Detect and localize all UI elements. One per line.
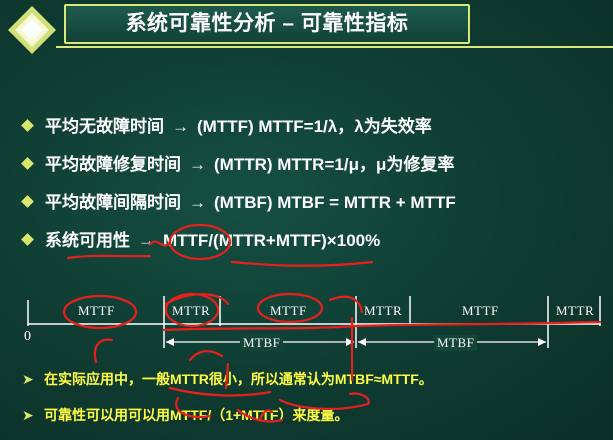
segment-label: MTTR: [364, 303, 403, 318]
bullet-availability: 系统可用性 → MTTF/(MTTR+MTTF)×100%: [22, 226, 602, 264]
note-item: ➤ 可靠性可以用可以用MTTF/（1+MTTF）来度量。: [22, 401, 612, 437]
note-text: 在实际应用中，一般MTTR很小，所以通常认为MTBF≈MTTF。: [44, 371, 433, 387]
diamond-logo-icon: [8, 6, 56, 54]
note-item: ➤ 在实际应用中，一般MTTR很小，所以通常认为MTBF≈MTTF。: [22, 365, 612, 401]
arrow-right-icon: →: [189, 193, 206, 212]
diamond-bullet-icon: [22, 196, 35, 209]
span-label: MTBF: [434, 335, 478, 351]
diamond-bullet-icon: [22, 158, 35, 171]
note-text: 可靠性可以用可以用MTTF/（1+MTTF）来度量。: [44, 407, 349, 423]
bullet-formula: (MTTR) MTTR=1/μ，μ为修复率: [214, 155, 455, 174]
bullet-label: 平均故障间隔时间: [45, 193, 181, 212]
timeline-lines: [27, 296, 601, 348]
diamond-bullet-icon: [22, 234, 35, 247]
arrow-right-icon: →: [189, 155, 206, 174]
header-divider: [56, 46, 613, 48]
arrow-right-icon: →: [172, 117, 189, 136]
segment-label: MTTR: [556, 303, 595, 318]
segment-label: MTTR: [172, 303, 211, 318]
segment-label: MTTF: [462, 303, 499, 318]
arrowhead-bullet-icon: ➤: [22, 371, 34, 387]
page-title: 系统可靠性分析 – 可靠性指标: [125, 12, 409, 35]
bullet-mttf: 平均无故障时间 → (MTTF) MTTF=1/λ，λ为失效率: [22, 112, 602, 150]
bullet-label: 平均故障修复时间: [45, 155, 181, 174]
arrow-right-icon: →: [138, 231, 155, 250]
bullet-formula: (MTTF) MTTF=1/λ，λ为失效率: [197, 117, 432, 136]
title-bar: 系统可靠性分析 – 可靠性指标: [64, 4, 470, 44]
arrowhead-bullet-icon: ➤: [22, 407, 34, 423]
diamond-bullet-icon: [22, 120, 35, 133]
bullet-mtbf: 平均故障间隔时间 → (MTBF) MTBF = MTTR + MTTF: [22, 188, 602, 226]
span-label: MTBF: [240, 335, 284, 351]
origin-label: 0: [24, 329, 31, 344]
reliability-timeline: MTTF MTTR MTTF MTTR MTTF MTTR 0 MTBF MTB…: [0, 286, 613, 356]
bullet-formula: MTTF/(MTTR+MTTF)×100%: [163, 231, 381, 250]
segment-label: MTTF: [270, 303, 307, 318]
bullet-label: 平均无故障时间: [45, 117, 164, 136]
bullet-label: 系统可用性: [45, 231, 130, 250]
segment-label: MTTF: [78, 303, 115, 318]
definition-list: 平均无故障时间 → (MTTF) MTTF=1/λ，λ为失效率 平均故障修复时间 → (…: [22, 112, 602, 264]
bullet-formula: (MTBF) MTBF = MTTR + MTTF: [214, 193, 456, 212]
notes-list: ➤ 在实际应用中，一般MTTR很小，所以通常认为MTBF≈MTTF。 ➤ 可靠性可以…: [22, 365, 612, 437]
bullet-mttr: 平均故障修复时间 → (MTTR) MTTR=1/μ，μ为修复率: [22, 150, 602, 188]
